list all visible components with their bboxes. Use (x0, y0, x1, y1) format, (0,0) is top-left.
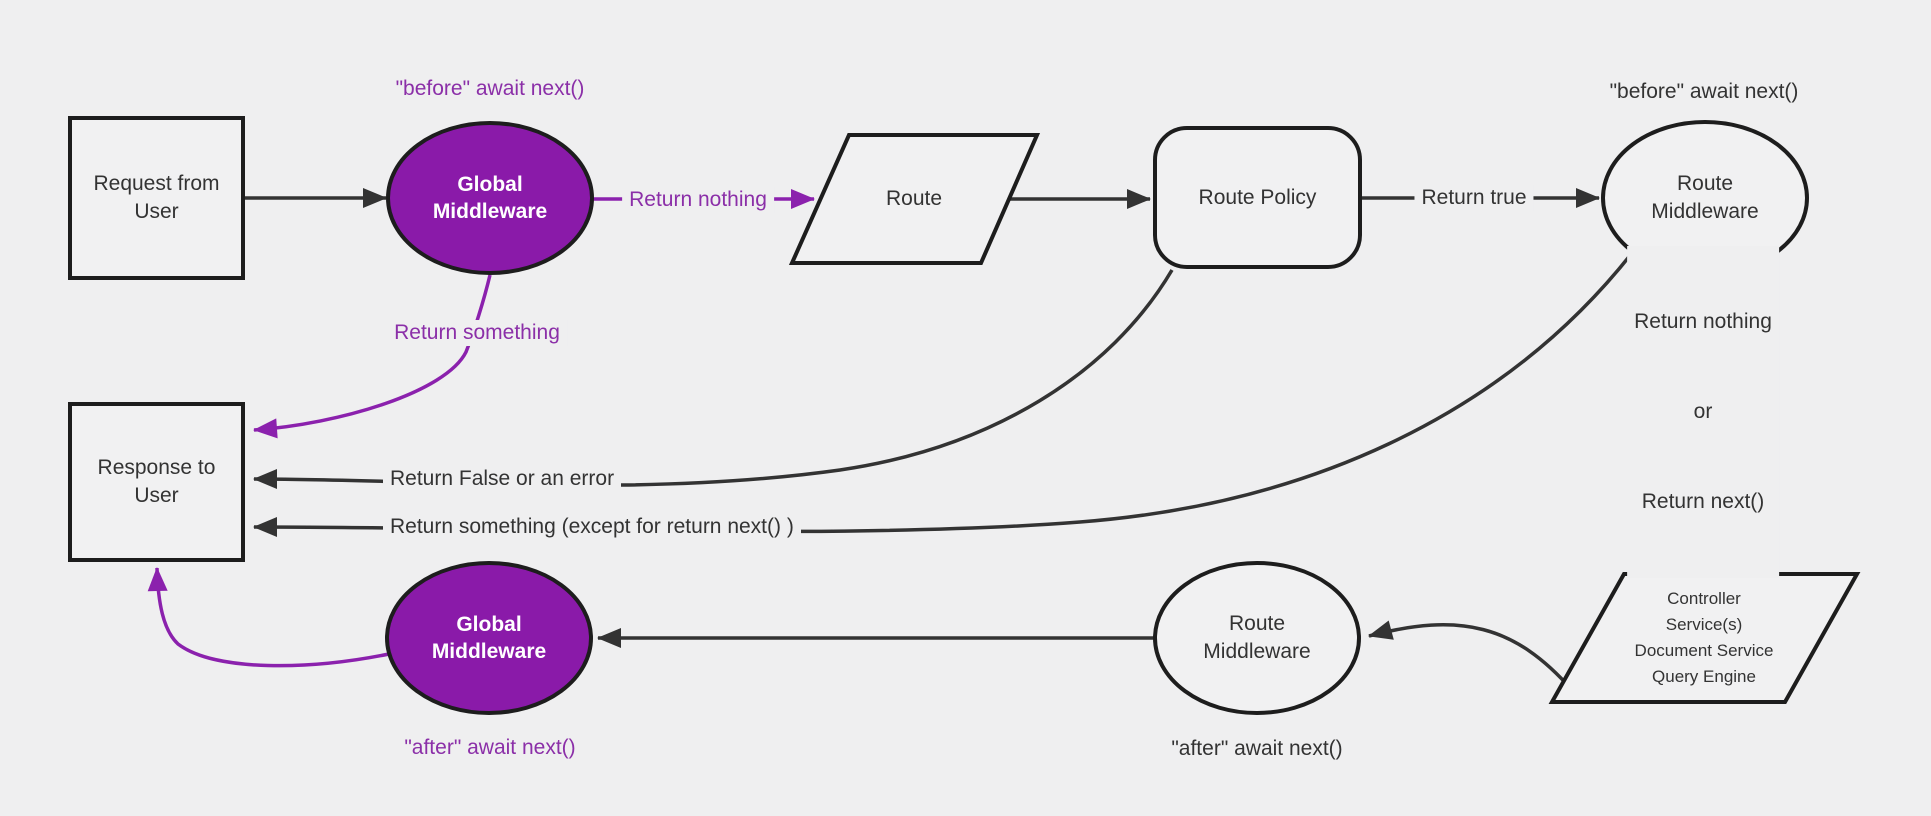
node-route (788, 133, 1041, 265)
node-response-to-user (68, 402, 245, 562)
node-route-middleware-after (1153, 561, 1361, 715)
edge-route-policy-to-response (253, 269, 1174, 490)
node-request-from-user (68, 116, 245, 280)
edge-global-middleware-after-to-response (147, 567, 390, 668)
node-route-middleware-before (1601, 120, 1809, 276)
node-route-policy (1153, 126, 1362, 269)
edge-controller-to-route-middleware-after (1368, 620, 1574, 692)
node-controller-services (1548, 572, 1861, 704)
node-global-middleware-after (385, 561, 593, 715)
node-global-middleware-before (386, 121, 594, 275)
edge-route-middleware-to-response (253, 251, 1634, 538)
edge-global-middleware-to-response-return-something (253, 274, 492, 439)
